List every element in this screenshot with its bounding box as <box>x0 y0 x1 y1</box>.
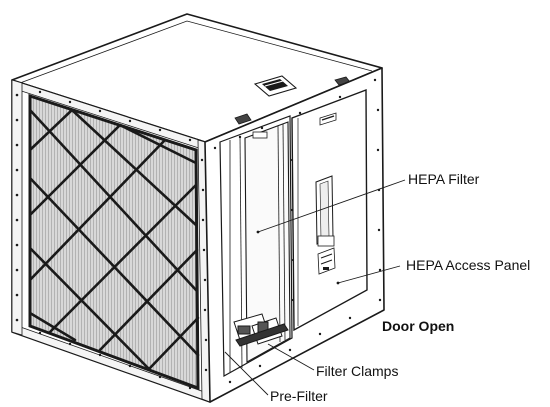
label-filter-clamps: Filter Clamps <box>316 363 399 379</box>
warning-label-icon <box>317 247 336 275</box>
panel-label-plate <box>319 112 337 126</box>
filter-clamps <box>233 313 289 347</box>
sight-window <box>315 175 335 247</box>
label-door-open: Door Open <box>382 318 455 334</box>
side-rivets <box>213 78 382 384</box>
label-hepa-filter: HEPA Filter <box>408 171 480 187</box>
label-pre-filter: Pre-Filter <box>270 388 328 404</box>
front-rivets <box>15 90 208 390</box>
hepa-clip-icon <box>252 131 268 139</box>
label-hepa-access-panel: HEPA Access Panel <box>406 257 531 273</box>
leader-lines <box>224 179 406 396</box>
top-handle-icon <box>253 75 298 97</box>
pre-filter-grid <box>28 108 200 372</box>
latch-icon <box>234 113 252 125</box>
